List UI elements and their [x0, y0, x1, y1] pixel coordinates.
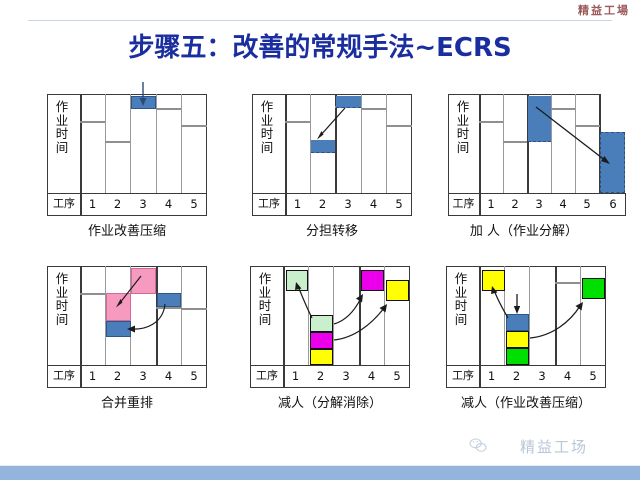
- diagram-grid: 作 业 时 间 工序 1 2 3 4 5: [0, 82, 640, 428]
- chart-5-xlabel: 工序: [256, 369, 278, 382]
- chart-1-plot: 作 业 时 间 工序 1 2 3 4 5: [47, 82, 207, 216]
- chart-5-tick-3: 3: [342, 369, 350, 383]
- chart-1-highlight-block: [131, 96, 156, 109]
- chart-4-xlabel: 工序: [53, 369, 75, 382]
- chart-4-ylabel: 作业 时间: [55, 271, 69, 327]
- chart-2-tick-3: 3: [344, 197, 352, 211]
- chart-6-yellow-dest-block: [482, 270, 505, 291]
- chart-5-tick-2: 2: [316, 369, 325, 383]
- chart-panel-3: 作业 时间 工序 1 2 3 4 5 6: [448, 94, 628, 244]
- chart-4-tick-3: 3: [139, 369, 147, 383]
- chart-2-tick-2: 2: [318, 197, 327, 211]
- chart-3-ylabel: 作业 时间: [456, 99, 470, 155]
- chart-3-plot: 作业 时间 工序 1 2 3 4 5 6: [448, 94, 628, 216]
- chart-2-target-block: [311, 140, 335, 153]
- chart-4-blue-source-block: [157, 293, 181, 307]
- chart-1-tick-3: 3: [139, 197, 147, 211]
- chart-6-yellow-source-block: [506, 331, 529, 348]
- chart-6-caption: 减人（作业改善压缩）: [460, 396, 591, 411]
- chart-6-xlabel: 工序: [452, 369, 474, 382]
- chart-5-magenta-source-block: [310, 332, 333, 349]
- chart-4-plot: 作业 时间 工序 1 2 3 4 5: [47, 266, 207, 388]
- chart-4-tick-4: 4: [164, 369, 173, 383]
- chart-2-source-block: [336, 96, 361, 108]
- chart-2-tick-4: 4: [369, 197, 378, 211]
- chart-2-plot: 作业 时间 工序 1 2 3 4 5: [252, 94, 412, 216]
- chart-5-magenta-dest-block: [361, 270, 384, 291]
- chart-6-tick-5: 5: [589, 369, 597, 383]
- chart-6-tick-3: 3: [538, 369, 546, 383]
- chart-panel-5: 作业 时间 工序 1 2 3 4 5: [250, 266, 420, 416]
- chart-1-caption: 作业改善压缩: [87, 224, 166, 239]
- footer-bar: [0, 466, 640, 480]
- chart-panel-2: 作业 时间 工序 1 2 3 4 5: [252, 94, 412, 244]
- chart-3-xlabel: 工序: [452, 197, 475, 210]
- chart-6-compress-block: [506, 314, 529, 331]
- chart-panel-4: 作业 时间 工序 1 2 3 4 5: [47, 266, 207, 416]
- chart-2-ylabel: 作业 时间: [260, 99, 274, 155]
- chart-5-green-source-block: [310, 315, 333, 332]
- chart-4-tick-5: 5: [190, 369, 198, 383]
- chart-5-yellow-dest-block: [386, 280, 409, 301]
- chart-6-plot: 作业 时间 工序 1 2 3 4 5: [446, 266, 611, 388]
- header-divider: [28, 20, 612, 21]
- chart-5-green-dest-block: [286, 270, 308, 291]
- chart-4-pink-merged-block: [106, 293, 131, 321]
- chart-5-ylabel: 作业 时间: [258, 271, 272, 327]
- chart-3-caption: 加 人（作业分解）: [469, 224, 579, 239]
- chart-panel-1: 作 业 时 间 工序 1 2 3 4 5: [47, 82, 207, 244]
- chart-panel-6: 作业 时间 工序 1 2 3 4 5: [446, 266, 621, 416]
- chart-6-ylabel: 作业 时间: [454, 271, 468, 327]
- chart-5-caption: 减人（分解消除）: [277, 396, 382, 411]
- chart-1-tick-5: 5: [190, 197, 198, 211]
- brand-logo: 精益工場: [578, 4, 630, 17]
- chart-2-xlabel: 工序: [258, 197, 280, 210]
- chart-1-tick-2: 2: [113, 197, 122, 211]
- chart-6-green-source-block: [506, 348, 529, 365]
- chart-5-tick-1: 1: [291, 369, 300, 383]
- chart-2-caption: 分担转移: [305, 224, 358, 239]
- wechat-icon: [469, 438, 487, 452]
- chart-5-plot: 作业 时间 工序 1 2 3 4 5: [250, 266, 415, 388]
- chart-1-tick-4: 4: [164, 197, 173, 211]
- chart-3-tick-1: 1: [487, 197, 495, 211]
- chart-5-yellow-source-block: [310, 349, 333, 365]
- chart-1-tick-1: 1: [88, 197, 97, 211]
- chart-4-caption: 合并重排: [100, 396, 153, 411]
- chart-2-tick-5: 5: [395, 197, 403, 211]
- footer-watermark: 精益工场: [519, 438, 588, 456]
- chart-6-green-dest-block: [582, 278, 605, 299]
- chart-3-new-axis-cell: [599, 193, 626, 216]
- chart-3-source-block: [528, 96, 551, 142]
- chart-4-tick-2: 2: [113, 369, 122, 383]
- chart-3-tick-4: 4: [559, 197, 567, 211]
- chart-4-blue-received-block: [106, 321, 131, 337]
- chart-6-tick-4: 4: [563, 369, 572, 383]
- page-title: 步骤五：改善的常规手法~ECRS: [128, 33, 512, 63]
- chart-6-tick-2: 2: [512, 369, 521, 383]
- chart-3-tick-6: 6: [609, 197, 617, 211]
- chart-3-tick-3: 3: [535, 197, 543, 211]
- chart-3-tick-5: 5: [583, 197, 591, 211]
- chart-4-tick-1: 1: [88, 369, 97, 383]
- footer-divider: [0, 465, 640, 466]
- chart-3-tick-2: 2: [511, 197, 519, 211]
- chart-2-tick-1: 1: [293, 197, 302, 211]
- chart-6-tick-1: 1: [487, 369, 496, 383]
- chart-5-tick-5: 5: [393, 369, 401, 383]
- chart-1-ylabel: 作 业 时 间: [55, 99, 69, 155]
- chart-5-tick-4: 4: [367, 369, 376, 383]
- chart-3-new-worker-block: [600, 132, 625, 193]
- chart-1-xlabel: 工序: [53, 197, 75, 210]
- chart-4-pink-source-block: [131, 268, 156, 294]
